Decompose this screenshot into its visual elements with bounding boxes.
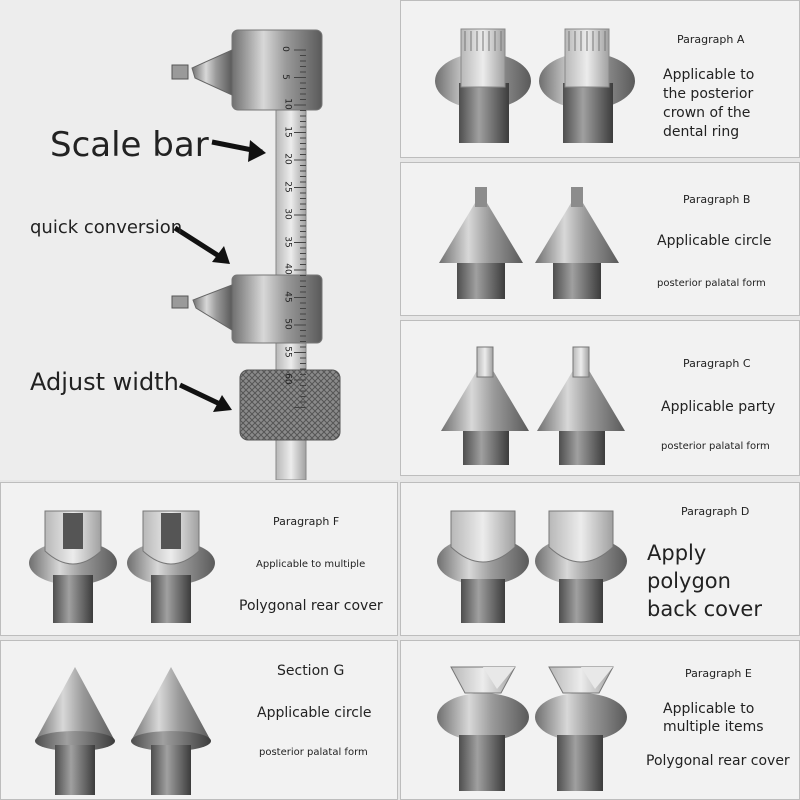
panel-b-line1: Applicable circle [657, 233, 772, 249]
quick-conversion-arrow-icon [173, 225, 224, 261]
ruler-ticks [294, 49, 306, 408]
ruler-number: 20 [282, 153, 293, 165]
adjust-width-arrowhead-icon [213, 395, 232, 412]
panel-a-tips [435, 28, 635, 143]
tip-d-left [437, 510, 529, 623]
panel-g-line2: posterior palatal form [259, 747, 368, 758]
panel-b: Paragraph B Applicable circle posterior … [400, 162, 800, 316]
panel-d: Paragraph D Apply polygon back cover [400, 482, 800, 636]
top-tip-cone [191, 49, 233, 96]
panel-g: Section G Applicable circle posterior pa… [0, 640, 398, 800]
panel-a: Paragraph A Applicable to the posterior … [400, 0, 800, 158]
middle-tip [171, 295, 189, 309]
panel-g-line1: Applicable circle [257, 705, 372, 721]
ruler-number: 45 [282, 290, 293, 303]
panel-b-tips [439, 187, 619, 299]
tip-g-right [131, 667, 211, 795]
panel-g-title: Section G [277, 663, 345, 679]
caliper-drawing [171, 29, 341, 480]
panel-a-desc-2: the posterior [663, 86, 754, 102]
top-jaw-block [231, 29, 323, 111]
ruler-number: 50 [282, 318, 293, 330]
panel-d-desc-2: polygon [647, 569, 731, 593]
tip-c-right [537, 346, 625, 465]
top-tip [171, 64, 189, 80]
panel-c-title: Paragraph C [683, 357, 751, 370]
tip-e-right [535, 666, 627, 791]
ruler-number: 40 [282, 263, 293, 275]
tool-panel: 0 5 10 15 20 25 30 35 40 45 50 55 60 Scale bar quick… [0, 0, 400, 480]
ruler-number: 5 [279, 73, 290, 80]
panel-c-line2: posterior palatal form [661, 441, 770, 452]
middle-slider-block [231, 274, 323, 344]
panel-e-tips [437, 666, 627, 791]
panel-b-line2: posterior palatal form [657, 278, 766, 289]
quick-conversion-arrowhead-icon [212, 246, 230, 264]
panel-e: Paragraph E Applicable to multiple items… [400, 640, 800, 800]
ruler-number: 35 [282, 235, 293, 248]
middle-tip-cone [192, 284, 233, 331]
panel-f-tips [29, 510, 215, 623]
panel-e-title: Paragraph E [685, 667, 752, 680]
ruler-number: 25 [282, 180, 293, 193]
panel-c-line1: Applicable party [661, 399, 776, 415]
panel-d-title: Paragraph D [681, 505, 750, 518]
panel-g-tips [35, 667, 211, 795]
ruler-number: 30 [282, 208, 293, 220]
panel-f: Paragraph F Applicable to multiple Polyg… [0, 482, 398, 636]
panel-f-title: Paragraph F [273, 515, 340, 528]
panel-f-line2: Polygonal rear cover [239, 598, 383, 614]
panel-a-desc-1: Applicable to [663, 67, 755, 83]
scale-bar-arrowhead-icon [248, 140, 266, 162]
panel-d-tips [437, 510, 627, 623]
tip-d-right [535, 510, 627, 623]
tip-a-left [435, 28, 531, 143]
scale-bar-label: Scale bar [50, 125, 209, 165]
panel-d-desc-3: back cover [647, 597, 762, 621]
tip-b-right [535, 187, 619, 299]
panel-f-line1: Applicable to multiple [256, 559, 366, 570]
panel-e-desc-1: Applicable to [663, 701, 755, 717]
panel-e-desc-2: multiple items [663, 719, 764, 735]
tip-f-left [29, 510, 117, 623]
ruler-number: 10 [282, 98, 293, 110]
knurled-wheel [239, 369, 341, 441]
tip-e-left [437, 666, 529, 791]
panel-a-desc-3: crown of the [663, 105, 751, 121]
quick-conversion-label: quick conversion [30, 217, 183, 238]
panel-d-desc-1: Apply [647, 541, 707, 565]
panel-c: Paragraph C Applicable party posterior p… [400, 320, 800, 476]
ruler-number: 0 [279, 46, 290, 52]
panel-b-title: Paragraph B [683, 193, 751, 206]
panel-e-line3: Polygonal rear cover [646, 753, 790, 769]
ruler-number: 15 [282, 125, 293, 138]
tip-f-right [127, 510, 215, 623]
tip-c-left [441, 346, 529, 465]
panel-a-title: Paragraph A [677, 33, 745, 46]
tip-b-left [439, 187, 523, 299]
ruler-number: 60 [282, 373, 293, 385]
panel-a-desc-4: dental ring [663, 124, 740, 140]
ruler-number: 55 [282, 345, 293, 358]
tip-g-left [35, 667, 115, 795]
adjust-width-arrow-icon [178, 382, 224, 408]
tip-a-right [539, 28, 635, 143]
adjust-width-label: Adjust width [30, 368, 179, 396]
panel-c-tips [441, 346, 625, 465]
